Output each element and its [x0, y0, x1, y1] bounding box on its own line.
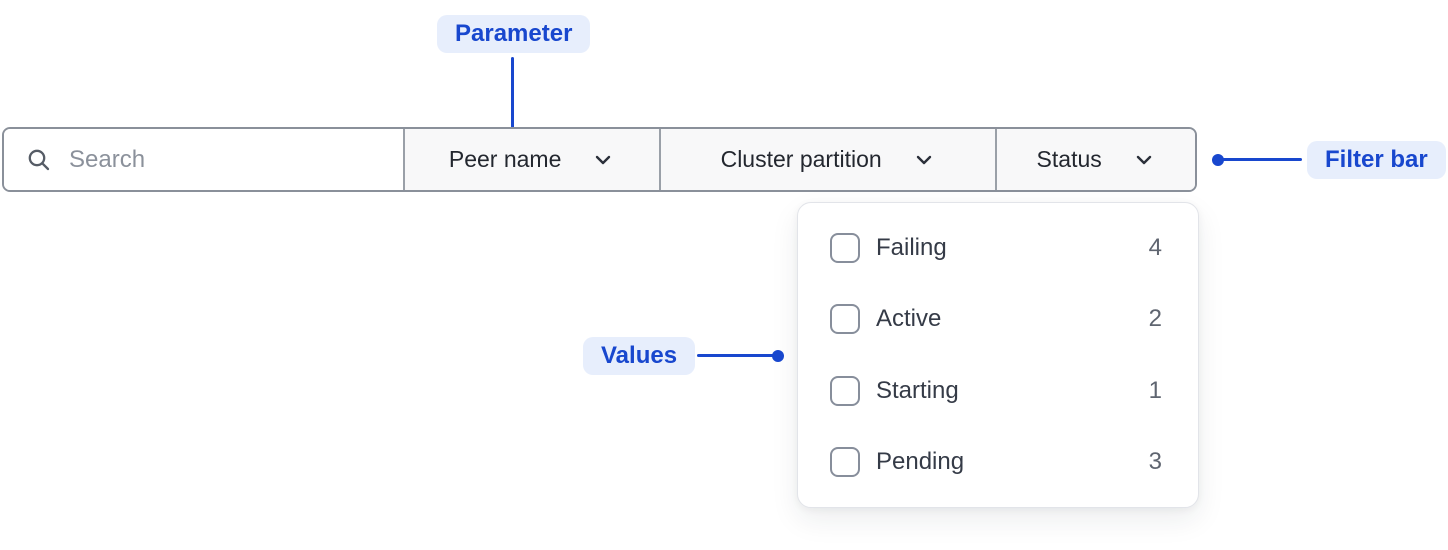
- status-option-count: 1: [1148, 376, 1162, 404]
- search-field[interactable]: [4, 129, 404, 190]
- checkbox-active[interactable]: [830, 304, 860, 335]
- chevron-down-icon: [596, 155, 611, 164]
- filter-param-label: Cluster partition: [720, 146, 882, 172]
- values-connector-dot: [772, 350, 784, 362]
- search-icon: [28, 149, 50, 170]
- checkbox-pending[interactable]: [830, 447, 860, 478]
- status-values-panel: Failing 4 Active 2 Starting 1 Pending 3: [797, 202, 1199, 508]
- filter-param-cluster-partition[interactable]: Cluster partition: [658, 129, 996, 190]
- status-option-active[interactable]: Active 2: [798, 284, 1198, 356]
- filter-bar-connector-line: [1222, 158, 1302, 161]
- status-option-starting[interactable]: Starting 1: [798, 355, 1198, 427]
- status-option-failing[interactable]: Failing 4: [798, 212, 1198, 284]
- status-option-count: 3: [1148, 448, 1162, 476]
- parameter-annotation-badge: Parameter: [437, 15, 591, 53]
- chevron-down-icon: [916, 155, 931, 164]
- status-option-count: 2: [1148, 305, 1162, 333]
- values-connector-line: [697, 354, 775, 357]
- chevron-down-icon: [1136, 155, 1151, 164]
- checkbox-failing[interactable]: [830, 232, 860, 263]
- status-option-label: Starting: [876, 376, 959, 404]
- filter-param-label: Status: [1036, 146, 1102, 172]
- status-option-label: Active: [876, 305, 942, 333]
- checkbox-starting[interactable]: [830, 375, 860, 406]
- filter-param-peer-name[interactable]: Peer name: [403, 129, 659, 190]
- status-option-count: 4: [1148, 233, 1162, 261]
- filter-bar: Peer name Cluster partition Status: [2, 127, 1197, 192]
- values-annotation-badge: Values: [583, 337, 696, 375]
- status-option-label: Failing: [876, 233, 947, 261]
- parameter-connector-line: [511, 57, 514, 139]
- filter-bar-connector-dot: [1212, 154, 1224, 166]
- search-input[interactable]: [69, 145, 404, 174]
- status-option-label: Pending: [876, 448, 965, 476]
- filter-param-status[interactable]: Status: [995, 129, 1195, 190]
- status-option-pending[interactable]: Pending 3: [798, 427, 1198, 499]
- filter-param-label: Peer name: [448, 146, 562, 172]
- filter-bar-annotation-badge: Filter bar: [1307, 141, 1446, 179]
